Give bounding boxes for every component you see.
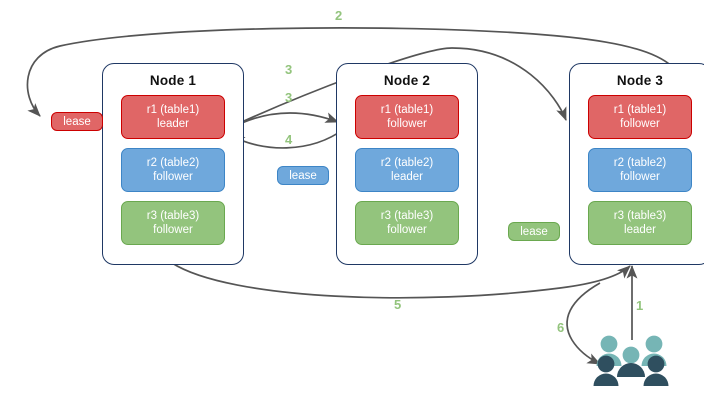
node-3-replica-r1[interactable]: r1 (table1) follower [588,95,692,139]
replica-role: follower [153,224,193,236]
replica-role: leader [391,171,423,183]
node-1-replica-r3[interactable]: r3 (table3) follower [121,201,225,245]
node-2-replica-r1[interactable]: r1 (table1) follower [355,95,459,139]
node-2-replica-r3[interactable]: r3 (table3) follower [355,201,459,245]
node-1[interactable]: Node 1 r1 (table1) leader r2 (table2) fo… [102,63,244,265]
replica-name: r1 (table1) [146,104,200,116]
replica-name: r3 (table3) [380,210,434,222]
node-3[interactable]: Node 3 r1 (table1) follower r2 (table2) … [569,63,704,265]
arrow-step-6 [566,282,601,365]
node-1-replica-r1[interactable]: r1 (table1) leader [121,95,225,139]
node-1-title: Node 1 [149,73,197,88]
replica-name: r2 (table2) [146,157,200,169]
arrow-step-5 [171,262,631,299]
node-2[interactable]: Node 2 r1 (table1) follower r2 (table2) … [336,63,478,265]
step-label-3b: 3 [285,90,293,105]
lease-badge-r2[interactable]: lease [277,166,329,185]
node-3-replica-r2[interactable]: r2 (table2) follower [588,148,692,192]
replica-name: r3 (table3) [146,210,200,222]
step-label-3a: 3 [285,62,293,77]
arrow-step-3-long [223,47,567,131]
node-3-replica-r3[interactable]: r3 (table3) leader [588,201,692,245]
node-1-replica-r2[interactable]: r2 (table2) follower [121,148,225,192]
replica-role: follower [387,224,427,236]
step-label-2: 2 [335,8,343,23]
step-label-1: 1 [636,298,644,313]
replica-name: r3 (table3) [613,210,667,222]
replica-name: r2 (table2) [613,157,667,169]
replica-role: follower [387,118,427,130]
lease-badge-r1[interactable]: lease [51,112,103,131]
node-3-title: Node 3 [616,73,664,88]
replica-name: r1 (table1) [380,104,434,116]
lease-badge-r3[interactable]: lease [508,222,560,241]
replica-role: follower [620,171,660,183]
step-label-4: 4 [285,132,293,147]
node-2-replica-r2[interactable]: r2 (table2) leader [355,148,459,192]
replica-role: leader [624,224,656,236]
replica-role: leader [157,118,189,130]
node-2-title: Node 2 [383,73,431,88]
users-icon-glyph [593,335,669,386]
replica-role: follower [620,118,660,130]
step-label-6: 6 [557,320,565,335]
arrow-step-2 [26,27,688,117]
replica-role: follower [153,171,193,183]
step-label-5: 5 [394,297,402,312]
replica-name: r1 (table1) [613,104,667,116]
replica-name: r2 (table2) [380,157,434,169]
